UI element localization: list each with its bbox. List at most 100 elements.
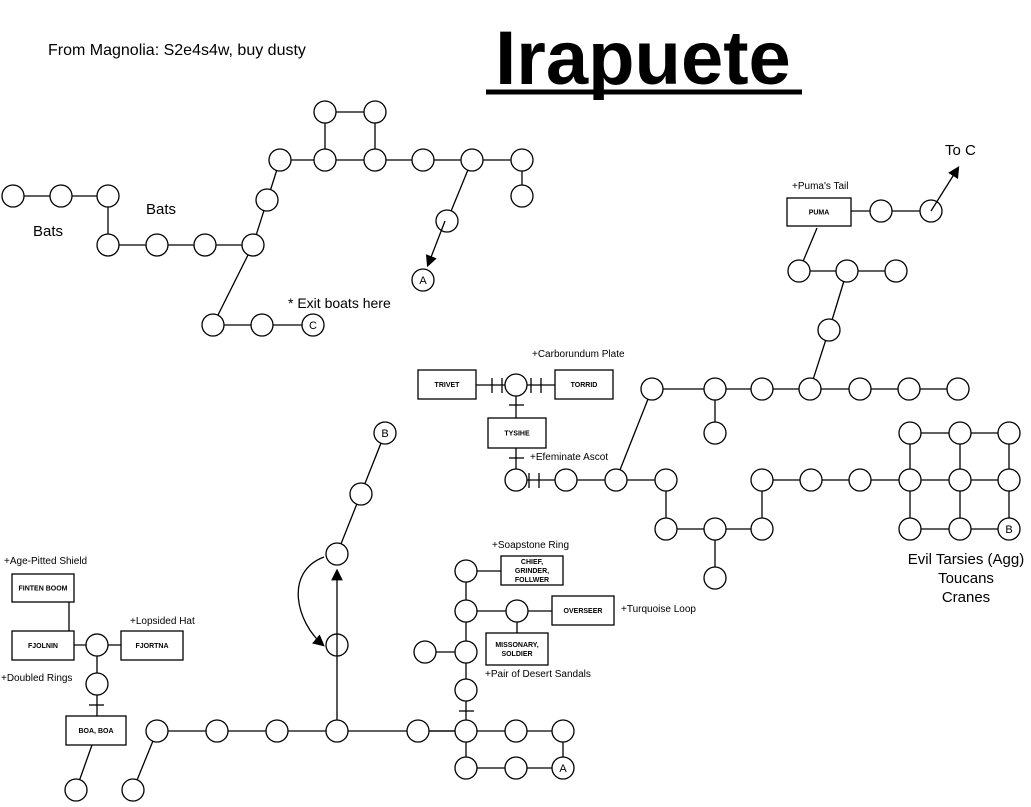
npc-name: FJOLNIN [28, 643, 58, 650]
npc-name: PUMA [809, 210, 830, 217]
npc-name: CHIEF, [521, 559, 543, 566]
room-node [897, 377, 921, 401]
room-node [313, 100, 337, 124]
svg-text:A: A [559, 763, 567, 775]
room-node [997, 421, 1021, 445]
svg-text:B: B [381, 428, 388, 440]
npc-name: TRIVET [435, 382, 461, 389]
area-east-line1: Evil Tarsies (Agg) [908, 551, 1024, 568]
room-node [454, 599, 478, 623]
item-doubled-rings: +Doubled Rings [1, 673, 72, 684]
room-node [835, 259, 859, 283]
bats-left-label: Bats [33, 223, 63, 240]
room-node [554, 468, 578, 492]
room-node [255, 188, 279, 212]
item-soapstone: +Soapstone Ring [492, 540, 569, 551]
svg-text:B: B [1005, 524, 1012, 536]
room-node [454, 756, 478, 780]
npc-name: GRINDER, [515, 568, 549, 575]
bats-right-label: Bats [146, 201, 176, 218]
exit-boats-label: * Exit boats here [288, 295, 391, 311]
room-node [1, 184, 25, 208]
room-node [454, 719, 478, 743]
map-title: Irapuete [495, 16, 791, 101]
room-node [313, 148, 337, 172]
item-lopsided-hat: +Lopsided Hat [130, 616, 195, 627]
room-node [799, 468, 823, 492]
room-node [946, 377, 970, 401]
npc-name: FOLLWER [515, 577, 549, 584]
directions-text: From Magnolia: S2e4s4w, buy dusty [48, 42, 306, 59]
room-node [504, 468, 528, 492]
room-node [504, 719, 528, 743]
room-link [212, 244, 254, 326]
npc-overseer: OVERSEER [551, 595, 615, 626]
room-node [948, 468, 972, 492]
marker-a-bottom: A [551, 756, 575, 780]
room-node [750, 377, 774, 401]
room-node [49, 184, 73, 208]
to-c-label: To C [945, 142, 976, 159]
npc-finten-boom: FINTEN BOOM [11, 573, 75, 603]
room-node [817, 318, 841, 342]
room-node [997, 468, 1021, 492]
room-node [898, 421, 922, 445]
room-node [460, 148, 484, 172]
room-node [325, 542, 349, 566]
npc-tysihe: TYSIHE [487, 417, 547, 449]
room-node [510, 148, 534, 172]
room-node [703, 517, 727, 541]
room-node [703, 566, 727, 590]
marker-b-east: B [997, 517, 1021, 541]
npc-name: MISSONARY, [495, 642, 538, 649]
room-node [505, 599, 529, 623]
room-node [349, 482, 373, 506]
npc-name: TORRID [571, 382, 598, 389]
area-east-line3: Cranes [942, 589, 990, 606]
room-node [848, 377, 872, 401]
npc-chief: CHIEF, GRINDER, FOLLWER [500, 555, 564, 586]
room-node [121, 778, 145, 802]
marker-c: C [301, 313, 325, 337]
room-node [413, 640, 437, 664]
room-node [85, 672, 109, 696]
room-node [265, 719, 289, 743]
npc-boa: BOA, BOA [65, 715, 127, 746]
room-node [898, 468, 922, 492]
npc-torrid: TORRID [554, 369, 614, 400]
room-node [948, 517, 972, 541]
item-carborundum: +Carborundum Plate [532, 349, 625, 360]
room-node [948, 421, 972, 445]
room-node [145, 719, 169, 743]
room-node [201, 313, 225, 337]
room-node [241, 233, 265, 257]
arrow-to-a [425, 220, 446, 268]
room-node [898, 517, 922, 541]
item-ascot: +Efeminate Ascot [530, 452, 608, 463]
room-node [454, 559, 478, 583]
npc-name: TYSIHE [504, 431, 530, 438]
room-node [250, 313, 274, 337]
room-link [615, 388, 653, 481]
svg-text:A: A [419, 275, 427, 287]
item-turquoise: +Turquoise Loop [621, 604, 696, 615]
marker-b-mid: B [373, 421, 397, 445]
npc-trivet: TRIVET [417, 369, 477, 400]
room-node [406, 719, 430, 743]
rooms [1, 100, 1021, 802]
room-node [504, 756, 528, 780]
room-node [848, 468, 872, 492]
npc-name: FINTEN BOOM [19, 586, 68, 593]
npc-puma: PUMA [786, 197, 852, 227]
room-node [268, 148, 292, 172]
room-node [750, 468, 774, 492]
room-node [787, 259, 811, 283]
room-node [64, 778, 88, 802]
item-age-shield: +Age-Pitted Shield [4, 556, 87, 567]
room-node [654, 468, 678, 492]
room-node [363, 100, 387, 124]
room-node [604, 468, 628, 492]
npc-name: BOA, BOA [79, 728, 114, 735]
room-node [145, 233, 169, 257]
arrow-to-c [930, 166, 960, 212]
